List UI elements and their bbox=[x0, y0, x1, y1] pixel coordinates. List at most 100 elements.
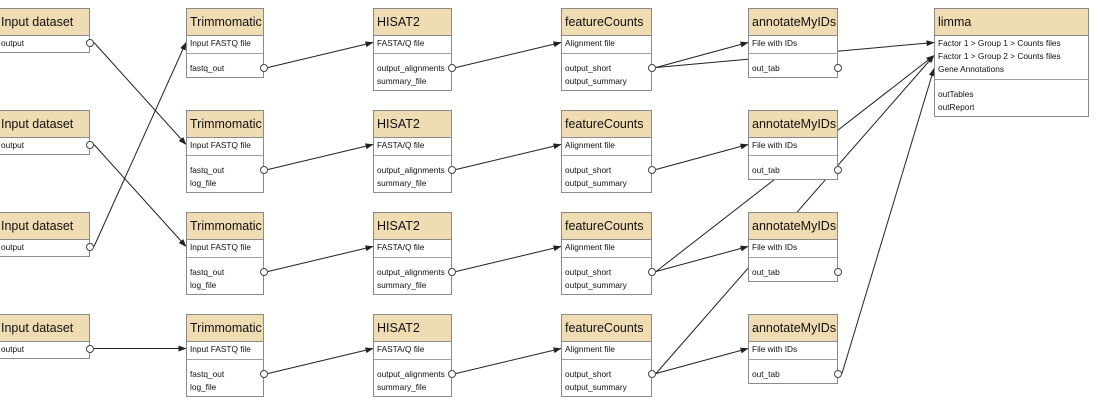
output-terminal[interactable]: out_tab bbox=[749, 62, 842, 75]
input-terminal[interactable]: Alignment file bbox=[565, 140, 615, 150]
input-terminal[interactable]: Factor 1 > Group 2 > Counts files bbox=[938, 51, 1061, 61]
input-terminal[interactable]: Input FASTQ file bbox=[190, 344, 251, 354]
output-terminal[interactable]: output_short bbox=[562, 164, 656, 177]
input-terminal[interactable]: Alignment file bbox=[565, 242, 615, 252]
input-terminal[interactable]: File with IDs bbox=[752, 38, 798, 48]
input-terminal[interactable]: Input FASTQ file bbox=[190, 38, 251, 48]
output-terminal[interactable]: outTables bbox=[935, 88, 1088, 101]
input-terminal[interactable]: FASTA/Q file bbox=[377, 38, 425, 48]
output-terminal[interactable]: fastq_out bbox=[187, 266, 268, 279]
output-terminal[interactable]: output bbox=[0, 37, 94, 50]
input-terminal[interactable]: Input FASTQ file bbox=[190, 140, 251, 150]
input-terminal[interactable]: Gene Annotations bbox=[938, 64, 1004, 74]
output-terminal[interactable]: output_summary bbox=[562, 75, 651, 88]
output-terminal[interactable]: output_short bbox=[562, 368, 656, 381]
output-terminal[interactable]: log_file bbox=[187, 279, 263, 292]
output-port-icon[interactable] bbox=[648, 268, 656, 276]
output-port-icon[interactable] bbox=[648, 64, 656, 72]
output-terminal[interactable]: summary_file bbox=[374, 75, 451, 88]
input-terminal[interactable]: Alignment file bbox=[565, 344, 615, 354]
output-port-icon[interactable] bbox=[448, 166, 456, 174]
output-port-icon[interactable] bbox=[448, 268, 456, 276]
output-terminal[interactable]: output bbox=[0, 343, 94, 356]
input-terminal[interactable]: Input FASTQ file bbox=[190, 242, 251, 252]
output-port-icon[interactable] bbox=[260, 166, 268, 174]
output-terminal[interactable]: output bbox=[0, 139, 94, 152]
output-terminal[interactable]: fastq_out bbox=[187, 368, 268, 381]
output-port-icon[interactable] bbox=[834, 166, 842, 174]
output-port-icon[interactable] bbox=[86, 243, 94, 251]
input-terminal[interactable]: FASTA/Q file bbox=[377, 242, 425, 252]
output-terminal[interactable]: summary_file bbox=[374, 381, 451, 394]
output-terminal[interactable]: summary_file bbox=[374, 177, 451, 190]
output-terminal[interactable]: outReport bbox=[935, 101, 1088, 114]
output-port-icon[interactable] bbox=[834, 64, 842, 72]
output-terminal[interactable]: summary_file bbox=[374, 279, 451, 292]
output-port-icon[interactable] bbox=[260, 268, 268, 276]
output-port-icon[interactable] bbox=[648, 370, 656, 378]
output-label: fastq_out bbox=[190, 267, 225, 277]
output-port-icon[interactable] bbox=[86, 39, 94, 47]
output-port-icon[interactable] bbox=[834, 268, 842, 276]
output-terminal[interactable]: output_short bbox=[562, 266, 656, 279]
output-port-icon[interactable] bbox=[448, 64, 456, 72]
output-port-icon[interactable] bbox=[86, 345, 94, 353]
output-terminal[interactable]: output_alignments bbox=[374, 368, 456, 381]
input-terminal[interactable]: FASTA/Q file bbox=[377, 344, 425, 354]
output-terminal[interactable]: log_file bbox=[187, 177, 263, 190]
output-terminal[interactable]: out_tab bbox=[749, 164, 842, 177]
input-terminal[interactable]: Factor 1 > Group 1 > Counts files bbox=[938, 38, 1061, 48]
output-label: output bbox=[1, 140, 25, 150]
input-terminal[interactable]: FASTA/Q file bbox=[377, 140, 425, 150]
output-port-icon[interactable] bbox=[86, 141, 94, 149]
output-port-icon[interactable] bbox=[648, 166, 656, 174]
output-terminal[interactable]: out_tab bbox=[749, 266, 842, 279]
output-terminal[interactable]: output_alignments bbox=[374, 164, 456, 177]
output-terminal[interactable]: log_file bbox=[187, 381, 263, 394]
output-terminal[interactable]: output_summary bbox=[562, 279, 651, 292]
node-outputs: out_tab bbox=[749, 156, 842, 179]
input-terminal[interactable]: File with IDs bbox=[752, 140, 798, 150]
input-terminal[interactable]: File with IDs bbox=[752, 242, 798, 252]
output-terminal[interactable]: output_alignments bbox=[374, 266, 456, 279]
output-terminal[interactable]: output bbox=[0, 241, 94, 254]
input-terminal[interactable]: Alignment file bbox=[565, 38, 615, 48]
output-terminal[interactable]: fastq_out bbox=[187, 164, 268, 177]
output-port-icon[interactable] bbox=[260, 64, 268, 72]
output-terminal[interactable]: output_short bbox=[562, 62, 656, 75]
output-port-icon[interactable] bbox=[834, 370, 842, 378]
input-terminal[interactable]: File with IDs bbox=[752, 344, 798, 354]
output-terminal[interactable]: output_summary bbox=[562, 177, 651, 190]
output-terminal[interactable]: output_summary bbox=[562, 381, 651, 394]
output-label: output_alignments bbox=[377, 369, 445, 379]
output-terminal[interactable]: out_tab bbox=[749, 368, 842, 381]
output-port-icon[interactable] bbox=[448, 370, 456, 378]
node-title: featureCounts bbox=[562, 213, 651, 240]
output-port-icon[interactable] bbox=[260, 370, 268, 378]
output-terminal[interactable]: output_alignments bbox=[374, 62, 456, 75]
output-terminal[interactable]: fastq_out bbox=[187, 62, 268, 75]
node-inputs: Input FASTQ file bbox=[187, 36, 263, 54]
